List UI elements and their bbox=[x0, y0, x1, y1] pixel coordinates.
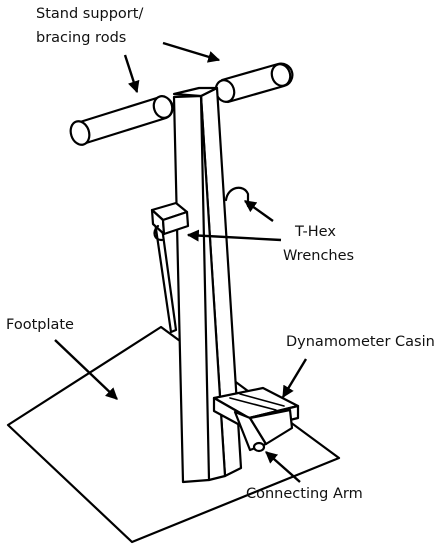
arrow-thex-left bbox=[186, 229, 282, 242]
right-bracing-rod bbox=[214, 62, 294, 104]
left-slim-rod bbox=[150, 201, 190, 334]
left-bracing-rod bbox=[69, 95, 174, 146]
label-stand-support: Stand support/ bracing rods bbox=[36, 2, 143, 50]
label-connecting-arm: Connecting Arm bbox=[246, 486, 363, 502]
label-stand-support-line2: bracing rods bbox=[36, 30, 127, 46]
footplate-shape bbox=[6, 325, 341, 544]
label-thex-wrenches: T-Hex Wrenches bbox=[283, 220, 354, 268]
arrow-bracing-left bbox=[123, 54, 140, 94]
label-stand-support-line1: Stand support/ bbox=[36, 6, 144, 22]
arrow-connecting-arm bbox=[265, 451, 301, 483]
label-footplate: Footplate bbox=[6, 317, 74, 333]
dynamometer-casing bbox=[212, 386, 300, 453]
arrow-dynamometer bbox=[281, 358, 308, 399]
arrow-thex-right bbox=[244, 200, 274, 222]
arrow-bracing-right bbox=[162, 41, 221, 63]
label-thex-line1: T-Hex bbox=[295, 224, 336, 240]
label-dynamometer-casing: Dynamometer Casing bbox=[286, 334, 435, 350]
front-post bbox=[172, 86, 227, 484]
wrench-hook-right bbox=[224, 186, 250, 208]
arrow-footplate bbox=[54, 339, 118, 400]
annotation-arrows bbox=[54, 41, 308, 483]
label-thex-line2: Wrenches bbox=[283, 248, 355, 264]
